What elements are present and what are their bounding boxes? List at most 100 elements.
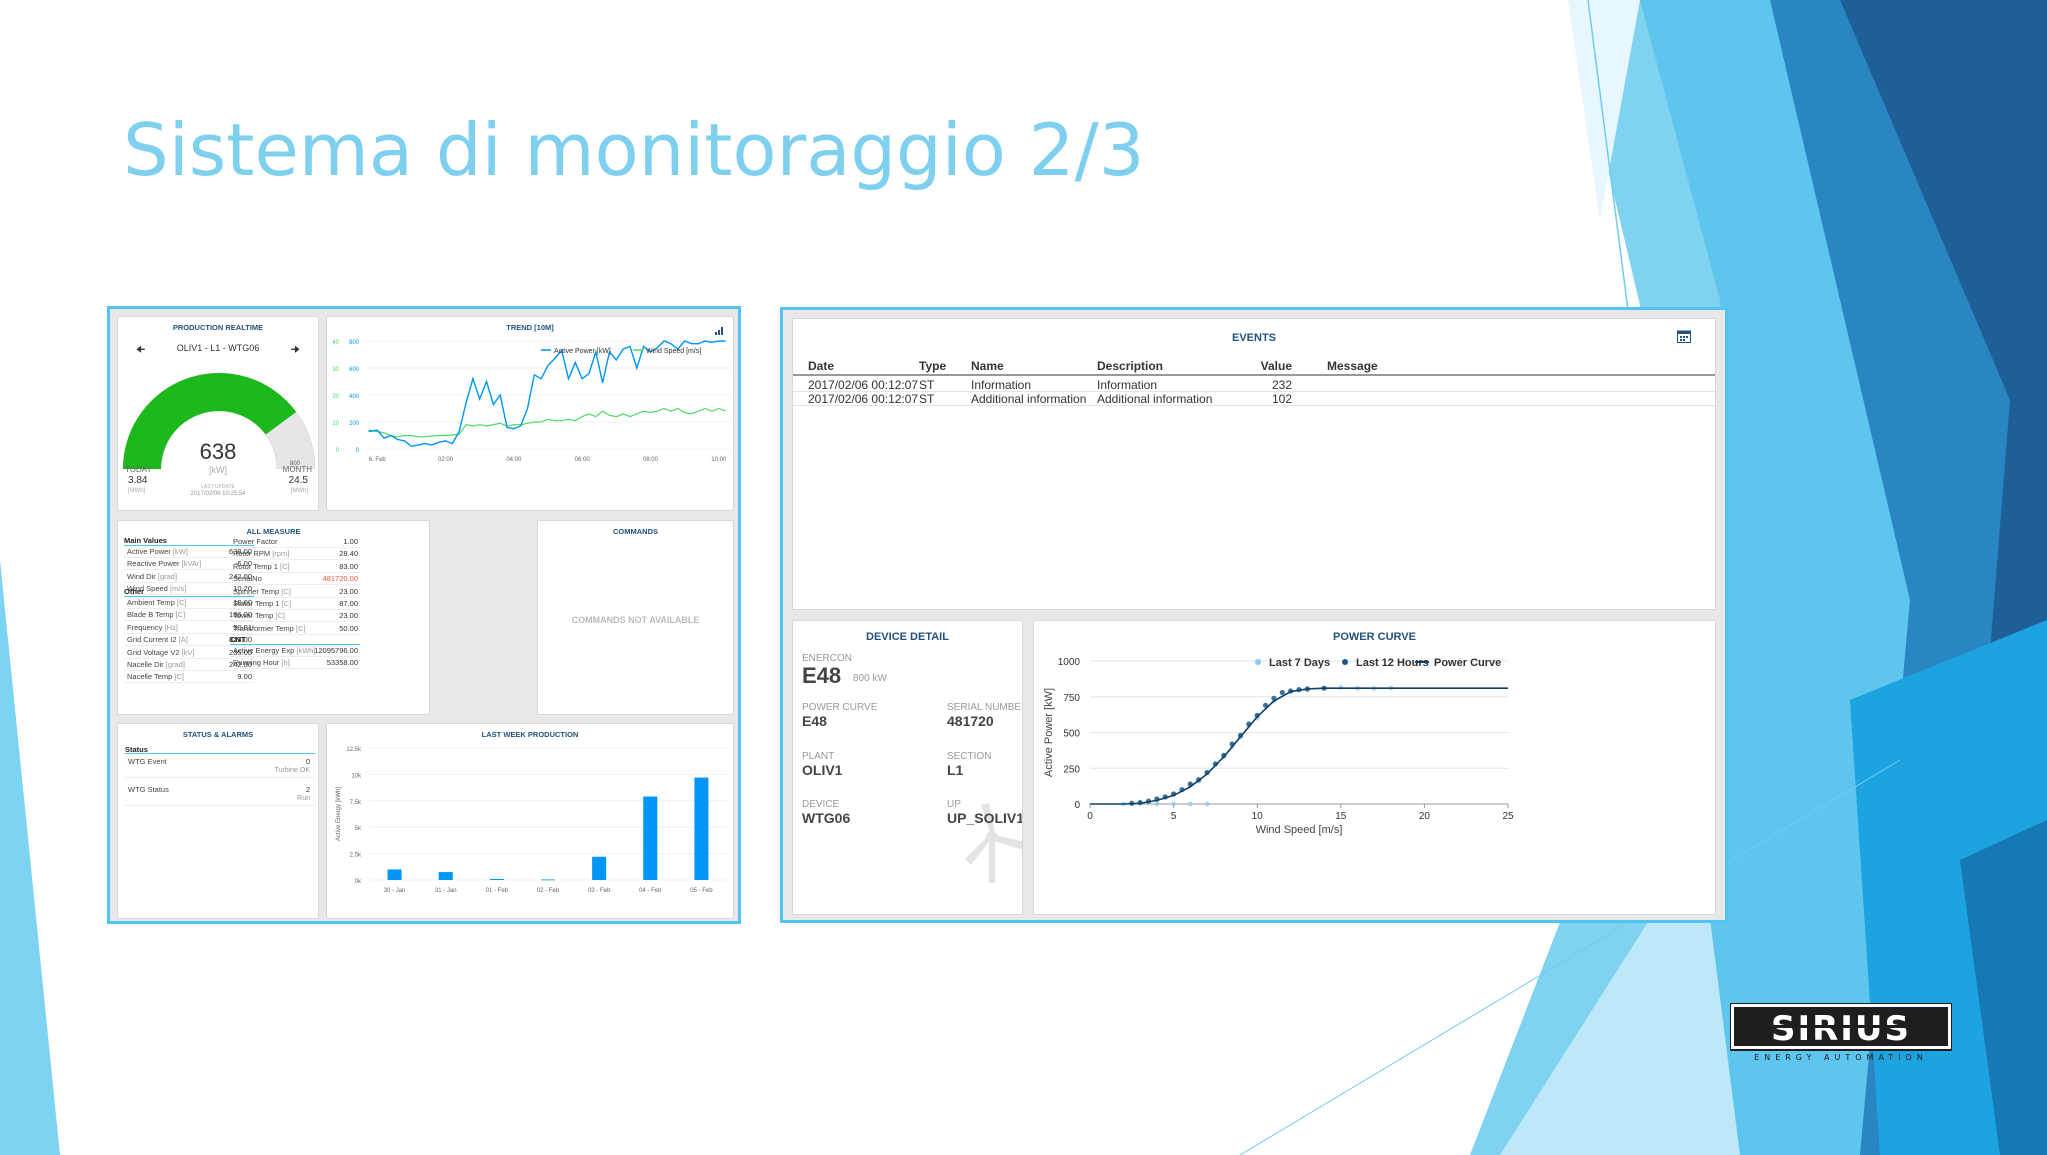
power-gauge: 800	[123, 372, 315, 469]
measure-value: 235.00	[229, 647, 252, 657]
measure-label: Wind Dir [grad]	[127, 572, 177, 581]
measure-label: Rotor Temp 1 [C]	[233, 562, 290, 571]
x-tick: 20	[1419, 811, 1431, 822]
dashboard-screenshot-left: PRODUCTION REALTIME 🠈 OLIV1 - L1 - WTG06…	[107, 306, 741, 924]
measure-row: Spinner Temp [C]23.00	[230, 586, 360, 598]
events-column-header[interactable]: Value	[1260, 359, 1292, 373]
legend-last-7-days[interactable]: Last 7 Days	[1269, 657, 1330, 669]
today-unit: [MWh]	[128, 488, 146, 494]
today-value: 3.84	[128, 475, 148, 486]
measure-value: 50.00	[339, 623, 358, 633]
measure-label: Frequency [Hz]	[127, 623, 178, 632]
device-selector[interactable]: OLIV1 - L1 - WTG06	[176, 343, 260, 353]
slide-title: Sistema di monitoraggio 2/3	[123, 108, 1145, 192]
status-row-label: WTG Event	[128, 757, 167, 766]
measure-row: Grid Current I2 [A]813.00	[124, 634, 254, 647]
measure-name: Wind Speed	[127, 584, 168, 594]
measure-name: Running Hour	[233, 658, 280, 668]
events-cell: Information	[971, 378, 1032, 392]
x-tick: 01 - Feb	[486, 888, 509, 894]
y-tick: 5k	[355, 826, 362, 832]
gauge-unit: [kW]	[209, 465, 227, 475]
trend-x-tick: 08:00	[643, 457, 659, 463]
arrow-left-icon[interactable]: 🠈	[136, 345, 146, 356]
legend-last-12-hours[interactable]: Last 12 Hours	[1356, 657, 1429, 669]
measure-row: Rotor Temp 1 [C] 83.00	[230, 561, 360, 573]
power-curve-label: POWER CURVE	[802, 702, 878, 713]
point-last-12-hours	[1212, 761, 1218, 767]
measure-row: Stator Temp 1 [C]87.00	[230, 598, 360, 610]
measure-row: Nacelle Temp [C]9.00	[124, 671, 254, 684]
x-axis-label: Wind Speed [m/s]	[1256, 824, 1343, 836]
y-tick: 2.5k	[350, 853, 362, 859]
logo-tagline: ENERGY AUTOMATION	[1754, 1053, 1928, 1062]
events-cell: 2017/02/06 00:12:07	[808, 378, 919, 392]
events-cell: Additional information	[1097, 392, 1213, 406]
measure-unit: [C]	[295, 623, 306, 633]
measure-value: 638.00	[229, 547, 252, 556]
x-tick: 03 - Feb	[588, 888, 611, 894]
measure-value: 481720.00	[322, 574, 358, 584]
measure-row: Transformer Temp [C] 50.00	[230, 623, 360, 635]
measure-row: Rotor RPM [rpm]28.40	[230, 548, 360, 561]
y-tick: 0k	[355, 879, 362, 885]
arrow-right-icon[interactable]: 🠊	[290, 345, 300, 356]
measure-unit: [grad]	[157, 571, 178, 581]
calendar-icon[interactable]	[1677, 329, 1691, 343]
bar	[438, 872, 453, 880]
measure-label: Grid Current I2 [A]	[127, 635, 188, 644]
power-curve-line	[1090, 687, 1508, 805]
status-row-value: 0	[305, 757, 310, 766]
measure-row: Reactive Power [kVAr]-6.00	[124, 558, 254, 571]
measure-name: Wind Dir	[127, 571, 156, 581]
trend-left-tick: 0	[336, 448, 340, 454]
point-last-12-hours	[1204, 769, 1210, 776]
trend-x-tick: 10:00	[711, 457, 727, 463]
up-label: UP	[947, 799, 961, 810]
trend-right-tick: 600	[349, 367, 360, 373]
events-column-header[interactable]: Description	[1097, 359, 1164, 373]
legend-marker-last-7-days	[1255, 659, 1261, 665]
events-column-header[interactable]: Date	[808, 359, 835, 373]
measure-label: Wind Speed [m/s]	[127, 584, 186, 593]
measure-label: Power Factor	[233, 537, 278, 546]
measure-unit: [C]	[279, 561, 290, 571]
measure-value: 242.00	[229, 660, 252, 669]
group-divider	[124, 596, 254, 597]
measure-row: SerialNo 481720.00	[230, 573, 360, 586]
measure-group-title: Main Values	[124, 536, 167, 545]
y-axis-label: Active Energy [kWh]	[336, 787, 342, 841]
measure-name: Spinner Temp	[233, 586, 280, 596]
measure-value: 83.00	[339, 561, 358, 571]
panel-title: STATUS & ALARMS	[182, 730, 254, 739]
measure-label: Ambient Temp [C]	[127, 598, 187, 607]
events-column-header[interactable]: Name	[971, 359, 1004, 373]
measure-unit: [rpm]	[272, 549, 290, 559]
bar-chart-icon[interactable]	[715, 322, 723, 335]
legend-power-curve[interactable]: Power Curve	[1434, 657, 1501, 669]
events-column-header[interactable]: Message	[1327, 359, 1378, 373]
panel-title: DEVICE DETAIL	[866, 631, 949, 643]
bar	[694, 777, 709, 880]
measure-label: Transformer Temp [C]	[233, 624, 306, 633]
measure-row: Wind Dir [grad]242.00	[124, 571, 254, 583]
measure-name: Rotor RPM	[233, 549, 271, 559]
trend-right-tick: 800	[349, 340, 360, 346]
measure-label: Stator Temp 1 [C]	[233, 599, 291, 608]
section-label: SECTION	[947, 751, 992, 762]
measure-row: Ambient Temp [C]10.00	[124, 597, 254, 609]
x-tick: 05 - Feb	[690, 888, 713, 894]
events-column-header[interactable]: Type	[919, 359, 947, 373]
y-tick: 1000	[1058, 657, 1081, 668]
serial-label: SERIAL NUMBER	[947, 702, 1023, 713]
row-divider	[125, 777, 315, 778]
section-value: L1	[947, 762, 964, 778]
point-last-12-hours	[1279, 689, 1285, 696]
measure-row: Tower Temp [C]23.00	[230, 610, 360, 623]
legend-marker-last-12-hours	[1342, 659, 1348, 665]
